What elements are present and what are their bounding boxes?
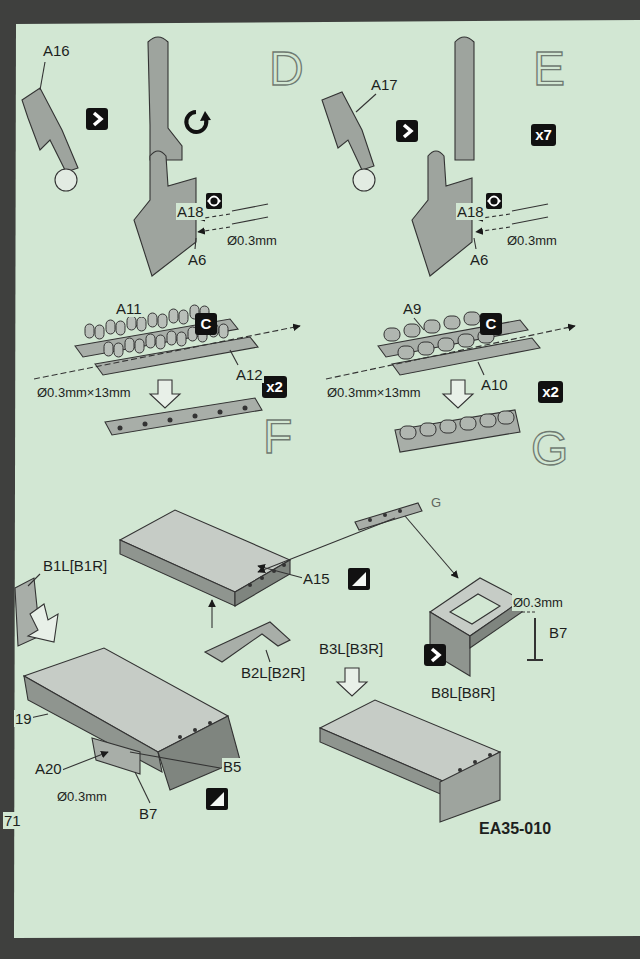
step-letter: G: [530, 424, 569, 474]
step-letter: F: [262, 412, 293, 462]
part-number: A6: [187, 251, 207, 268]
icon-text: x2: [542, 383, 559, 400]
track-links: [85, 305, 514, 439]
step-letter: D: [268, 44, 305, 94]
part-number: B5: [222, 758, 242, 775]
part-number: B1L[B1R]: [42, 557, 108, 574]
parts: [15, 37, 575, 822]
holes: [118, 406, 493, 773]
part-number: A18: [456, 203, 485, 220]
icon-box: C: [195, 313, 217, 335]
part-number: B8L[B8R]: [430, 684, 496, 701]
dimension: Ø0.3mm: [226, 232, 278, 249]
part-number: A12: [235, 366, 264, 383]
part-number: A20: [34, 760, 63, 777]
dimension: Ø0.3mm: [506, 232, 558, 249]
page-number: 71: [3, 812, 22, 829]
part-number: 19: [14, 710, 33, 727]
icon-box: x7: [531, 124, 556, 146]
part-number: A18: [176, 203, 205, 220]
part-number: A11: [115, 300, 143, 317]
icon-text: C: [201, 315, 212, 332]
part-number: A16: [42, 42, 71, 59]
part-number: A9: [402, 300, 422, 317]
part-number: A15: [302, 570, 331, 587]
dimension: Ø0.3mm: [512, 594, 564, 611]
icon-text: x7: [535, 126, 552, 143]
part-number: B2L[B2R]: [240, 664, 306, 681]
part-number: A17: [370, 76, 399, 93]
icon-text: C: [486, 315, 497, 332]
icon-text: x2: [266, 378, 283, 395]
icon-box: x2: [538, 381, 563, 403]
icon-box: C: [480, 313, 502, 335]
part-number: B7: [548, 624, 568, 641]
dimension: Ø0.3mm: [56, 788, 108, 805]
icon-box: x2: [262, 376, 287, 398]
page: [14, 20, 640, 938]
kit-code: EA35-010: [478, 820, 552, 837]
part-number: A6: [469, 251, 489, 268]
dimension: Ø0.3mm×13mm: [36, 384, 132, 401]
part-number: B3L[B3R]: [318, 640, 384, 657]
part-number: A10: [480, 376, 509, 393]
icons: [86, 108, 502, 810]
part-number: B7: [138, 805, 158, 822]
part-number: G: [430, 494, 442, 511]
step-letter: E: [532, 44, 566, 94]
dimension: Ø0.3mm×13mm: [326, 384, 422, 401]
